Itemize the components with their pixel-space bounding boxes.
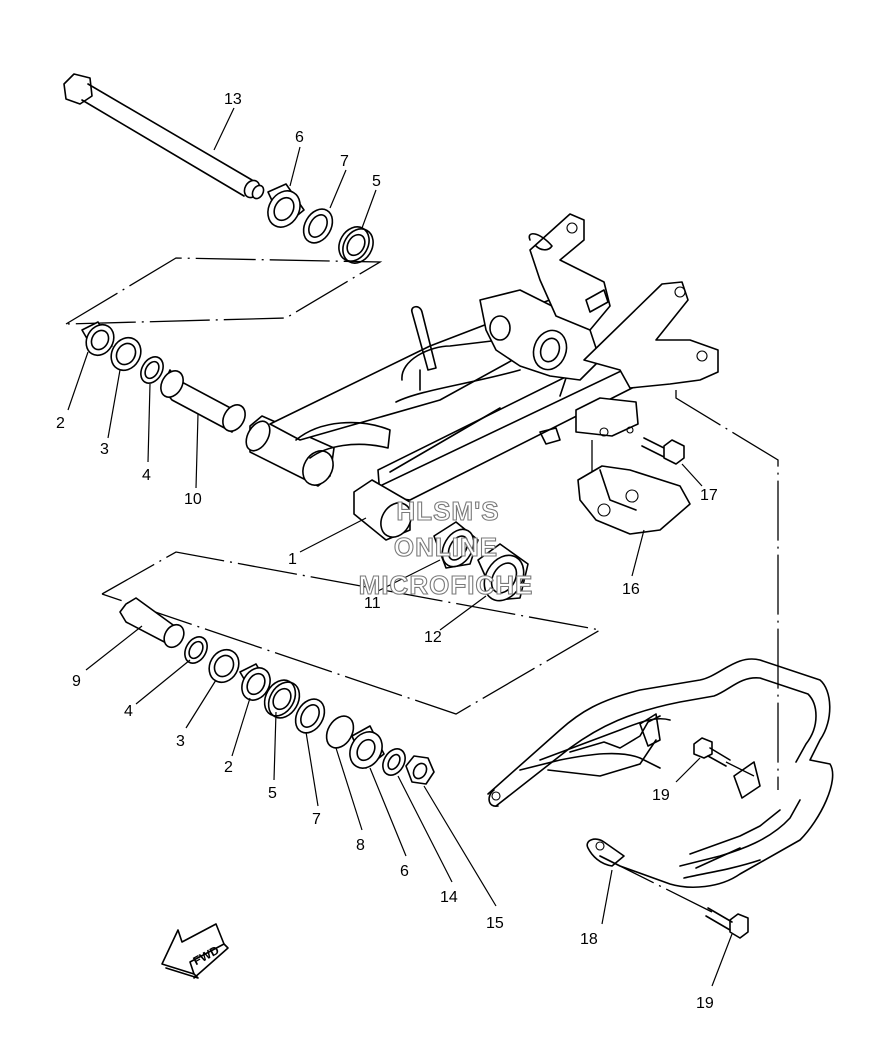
o-ring-part-8 — [325, 715, 355, 749]
callout-4-top: 4 — [142, 467, 151, 484]
watermark: HLSM'S ONLINE MICROFICHE — [358, 495, 534, 600]
swing-arm-part-1 — [245, 213, 719, 541]
callout-7-bottom: 7 — [312, 811, 321, 828]
callout-4-bottom: 4 — [124, 703, 133, 720]
callout-6-top: 6 — [295, 129, 304, 146]
assembly-line-bottom — [101, 551, 602, 715]
assembly-line-top — [65, 257, 383, 325]
callout-6-bottom: 6 — [400, 863, 409, 880]
bushing-part-11 — [433, 521, 479, 569]
collar-part-9 — [119, 597, 185, 649]
washer-part-7-top — [302, 208, 334, 244]
callout-2-bottom: 2 — [224, 759, 233, 776]
seal-part-12 — [477, 543, 529, 602]
callout-3-bottom: 3 — [176, 733, 185, 750]
callout-17: 17 — [700, 487, 718, 504]
callout-12: 12 — [424, 629, 442, 646]
callout-7-top: 7 — [340, 153, 349, 170]
callout-13: 13 — [224, 91, 242, 108]
callout-1: 1 — [288, 551, 297, 568]
callout-11: 11 — [364, 595, 381, 612]
callout-19-upper: 19 — [652, 787, 670, 804]
bearing-part-2-top — [81, 321, 115, 357]
bushing-part-3-top — [110, 336, 142, 372]
callout-labels: 13 6 7 5 2 3 4 10 1 11 12 16 17 9 4 3 2 … — [56, 91, 718, 1012]
bolt-part-19-lower — [705, 907, 749, 939]
nut-part-15 — [405, 755, 435, 785]
washer-part-4-top — [140, 356, 164, 384]
washer-part-4-bottom — [184, 636, 208, 664]
callout-10: 10 — [184, 491, 202, 508]
bolt-part-19-upper — [693, 737, 731, 767]
washer-part-7-bottom — [294, 698, 326, 734]
watermark-line-1: HLSM'S — [396, 496, 499, 526]
callout-5-top: 5 — [372, 173, 381, 190]
chain-guide-part-16 — [577, 465, 691, 535]
washer-part-14 — [382, 748, 406, 776]
bearing-part-6-top — [267, 183, 305, 228]
pivot-shaft-part-13 — [63, 73, 265, 200]
callout-18: 18 — [580, 931, 598, 948]
callout-16: 16 — [622, 581, 640, 598]
callout-19-lower: 19 — [696, 995, 714, 1012]
seal-part-5-bottom — [263, 679, 301, 719]
assembly-line-lower-right — [599, 855, 713, 913]
leader-lines — [67, 107, 733, 987]
bearing-part-6-bottom — [349, 725, 385, 769]
bushing-part-3-bottom — [208, 648, 240, 684]
seal-part-5-top — [338, 226, 374, 264]
assembly-line-right — [675, 390, 779, 790]
step-part-18 — [487, 658, 834, 888]
callout-2-top: 2 — [56, 415, 65, 432]
callout-3-top: 3 — [100, 441, 109, 458]
assembly-line-mid — [725, 761, 755, 777]
collar-part-10 — [160, 369, 246, 433]
callout-8: 8 — [356, 837, 365, 854]
callout-15: 15 — [486, 915, 504, 932]
watermark-line-3: MICROFICHE — [359, 570, 534, 600]
callout-14: 14 — [440, 889, 458, 906]
callout-9: 9 — [72, 673, 81, 690]
forward-arrow-icon: FWD — [161, 923, 229, 979]
callout-5-bottom: 5 — [268, 785, 277, 802]
watermark-line-2: ONLINE — [394, 532, 498, 562]
bolt-part-17 — [641, 437, 685, 465]
